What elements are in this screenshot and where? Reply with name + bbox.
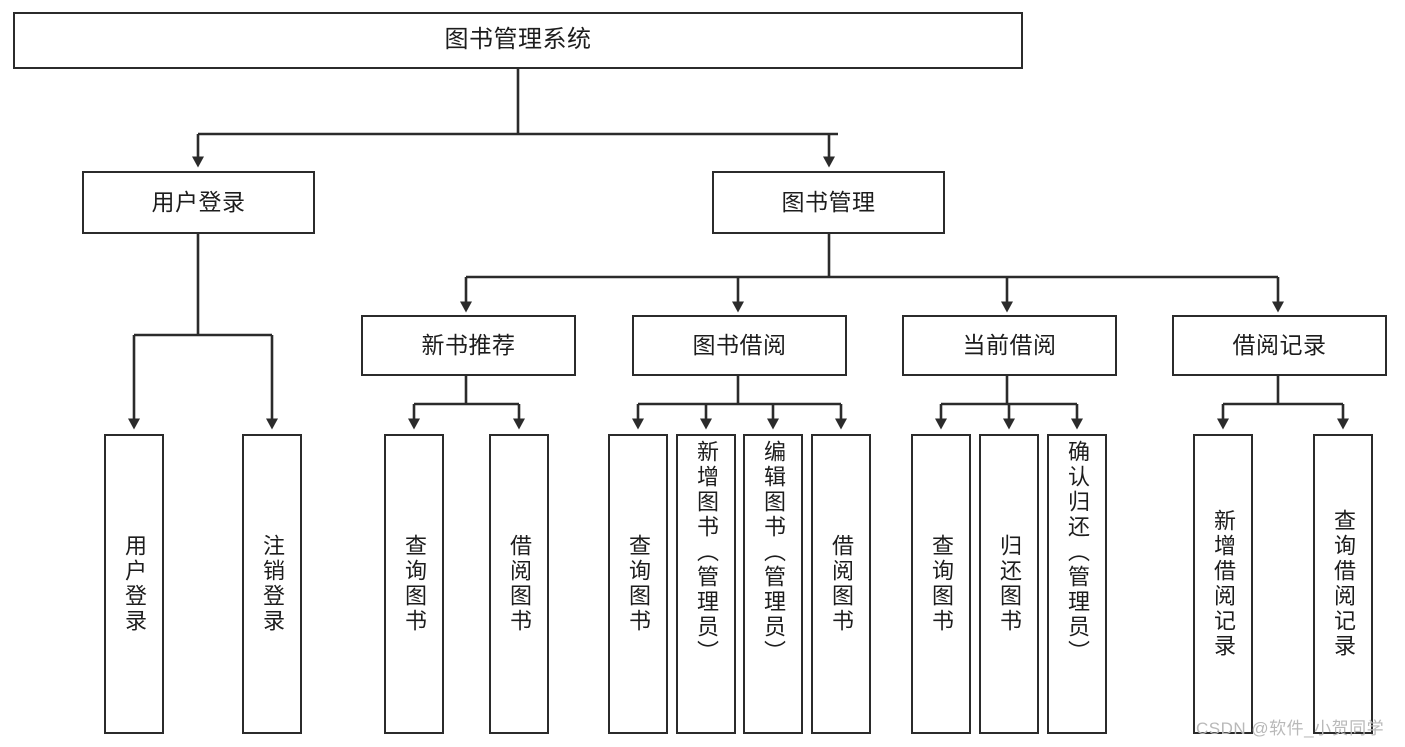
node-leaf-user-login-label: 用户登录 (122, 534, 147, 634)
node-user-login-label: 用户登录 (151, 188, 246, 215)
node-leaf-user-logout-label: 注销登录 (260, 534, 285, 634)
node-leaf-query-book-3-label: 查询图书 (929, 534, 954, 634)
node-leaf-borrow-book-1[interactable]: 借阅图书 (489, 434, 549, 734)
node-leaf-query-record[interactable]: 查询借阅记录 (1313, 434, 1373, 734)
node-leaf-query-book-1[interactable]: 查询图书 (384, 434, 444, 734)
node-leaf-user-logout[interactable]: 注销登录 (242, 434, 302, 734)
node-new-book-recommend[interactable]: 新书推荐 (361, 315, 576, 376)
watermark: CSDN @软件_小贺同学 (1196, 719, 1385, 738)
node-user-login[interactable]: 用户登录 (82, 171, 315, 234)
node-leaf-confirm-return-label: 确认归还（管理员） (1065, 440, 1090, 665)
node-leaf-add-record[interactable]: 新增借阅记录 (1193, 434, 1253, 734)
node-leaf-confirm-return[interactable]: 确认归还（管理员） (1047, 434, 1107, 734)
node-leaf-query-book-2[interactable]: 查询图书 (608, 434, 668, 734)
node-leaf-return-book-label: 归还图书 (997, 534, 1022, 634)
node-leaf-user-login[interactable]: 用户登录 (104, 434, 164, 734)
node-book-manage[interactable]: 图书管理 (712, 171, 945, 234)
node-current-borrow-label: 当前借阅 (962, 331, 1057, 358)
node-leaf-query-book-3[interactable]: 查询图书 (911, 434, 971, 734)
node-leaf-borrow-book-2[interactable]: 借阅图书 (811, 434, 871, 734)
node-borrow-record-label: 借阅记录 (1232, 331, 1327, 358)
node-leaf-add-record-label: 新增借阅记录 (1211, 509, 1236, 659)
node-leaf-return-book[interactable]: 归还图书 (979, 434, 1039, 734)
node-leaf-query-book-2-label: 查询图书 (626, 534, 651, 634)
node-book-borrow[interactable]: 图书借阅 (632, 315, 847, 376)
node-leaf-query-record-label: 查询借阅记录 (1331, 509, 1356, 659)
node-leaf-edit-book-label: 编辑图书（管理员） (761, 440, 786, 665)
node-leaf-add-book-label: 新增图书（管理员） (694, 440, 719, 665)
node-root-label: 图书管理系统 (444, 26, 592, 54)
node-leaf-edit-book[interactable]: 编辑图书（管理员） (743, 434, 803, 734)
node-current-borrow[interactable]: 当前借阅 (902, 315, 1117, 376)
node-leaf-borrow-book-1-label: 借阅图书 (507, 534, 532, 634)
node-new-book-recommend-label: 新书推荐 (421, 331, 516, 358)
node-book-borrow-label: 图书借阅 (692, 331, 787, 358)
node-book-manage-label: 图书管理 (781, 188, 876, 215)
node-leaf-query-book-1-label: 查询图书 (402, 534, 427, 634)
node-borrow-record[interactable]: 借阅记录 (1172, 315, 1387, 376)
node-leaf-borrow-book-2-label: 借阅图书 (829, 534, 854, 634)
node-leaf-add-book[interactable]: 新增图书（管理员） (676, 434, 736, 734)
node-root[interactable]: 图书管理系统 (13, 12, 1023, 69)
